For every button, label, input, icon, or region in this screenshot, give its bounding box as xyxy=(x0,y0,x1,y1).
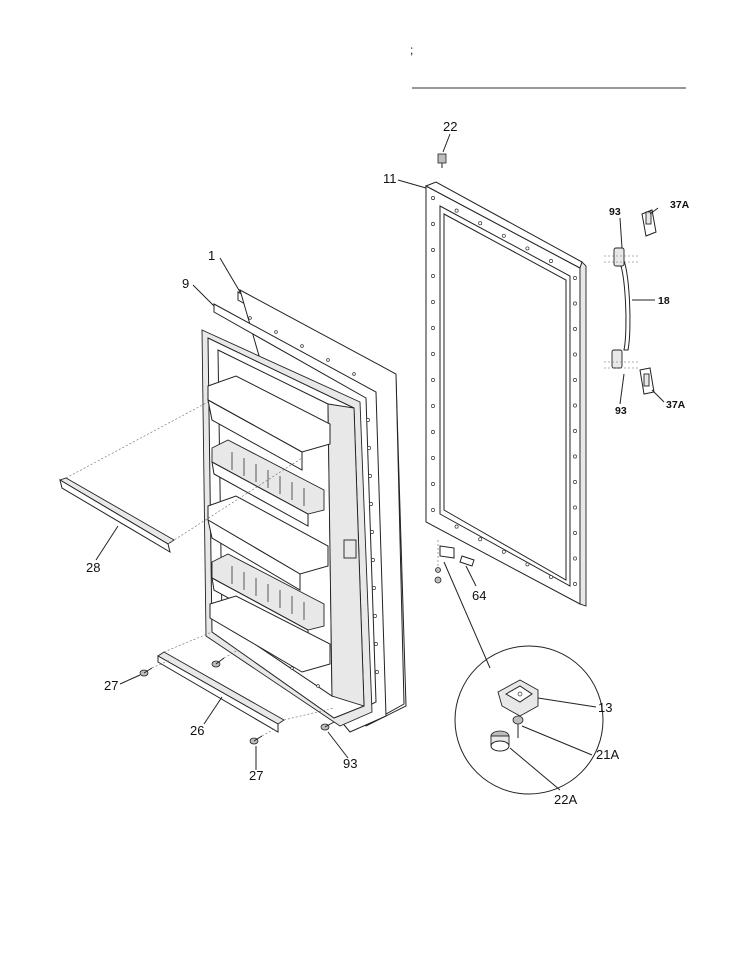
panel-hole xyxy=(431,222,435,226)
panel-hole xyxy=(573,327,577,331)
leader-lines xyxy=(95,133,665,791)
callout-13: 13 xyxy=(598,700,612,715)
retainer-bar-26 xyxy=(157,631,335,733)
panel-hole xyxy=(573,480,577,484)
panel-hole xyxy=(478,537,483,542)
screw-27-left xyxy=(139,659,171,677)
panel-hole xyxy=(573,531,577,535)
panel-hole xyxy=(573,352,577,357)
door-panel-holes xyxy=(431,196,577,586)
panel-hole xyxy=(573,582,577,586)
callout-93-handle-bottom: 93 xyxy=(615,405,627,417)
callout-1: 1 xyxy=(208,248,215,263)
hinge-screw-21a xyxy=(512,715,524,738)
callout-26: 26 xyxy=(190,723,204,738)
panel-hole xyxy=(549,575,553,579)
screw-left-top xyxy=(211,649,239,668)
panel-hole xyxy=(478,221,483,226)
panel-hole xyxy=(431,248,435,252)
callout-21a: 21A xyxy=(596,747,619,762)
callout-37a-top: 37A xyxy=(670,199,690,211)
panel-hole xyxy=(431,430,435,434)
panel-hole xyxy=(573,505,577,510)
callout-93-handle-top: 93 xyxy=(609,206,621,218)
door-handle-assembly xyxy=(604,209,657,395)
door-shelves xyxy=(207,375,331,673)
shelf-wire-lines xyxy=(231,452,305,620)
callout-22a: 22A xyxy=(554,792,577,807)
callout-22: 22 xyxy=(443,119,457,134)
latch-notch xyxy=(343,539,357,559)
screw-93-bottom xyxy=(320,721,335,731)
outer-door-panel xyxy=(424,181,587,607)
panel-hole xyxy=(431,274,435,278)
panel-hole xyxy=(573,301,577,306)
panel-hole xyxy=(573,429,577,433)
header-mark: ; xyxy=(410,43,413,57)
panel-hole xyxy=(549,259,553,263)
panel-hole xyxy=(573,454,577,459)
callout-18: 18 xyxy=(658,295,670,307)
callout-27-left: 27 xyxy=(104,678,118,693)
hinge-bushing-22a xyxy=(490,730,510,752)
panel-hole xyxy=(573,556,577,561)
gasket-holes xyxy=(248,316,379,688)
callout-11: 11 xyxy=(383,171,397,186)
panel-hole xyxy=(431,326,435,330)
panel-hole xyxy=(431,352,435,356)
panel-hole xyxy=(573,276,577,280)
callout-27-bottom: 27 xyxy=(249,768,263,783)
callout-28: 28 xyxy=(86,560,100,575)
panel-hole xyxy=(525,246,530,251)
panel-hole xyxy=(431,456,435,460)
panel-hole xyxy=(525,562,530,567)
panel-hole xyxy=(573,378,577,382)
screw-27-bottom xyxy=(249,727,277,745)
panel-hole xyxy=(454,208,459,213)
panel-hole xyxy=(431,378,435,382)
panel-hole xyxy=(431,508,435,512)
panel-hole xyxy=(431,404,435,408)
panel-hole xyxy=(501,233,506,238)
panel-hole xyxy=(501,549,506,554)
panel-hole xyxy=(431,300,435,304)
panel-hole xyxy=(454,524,459,529)
panel-hole xyxy=(431,482,435,486)
inner-door-assembly xyxy=(201,288,407,733)
callout-37a-bottom: 37A xyxy=(666,399,686,411)
hinge-pin-22 xyxy=(437,153,447,168)
bottom-hinge-small xyxy=(434,540,475,584)
callout-9: 9 xyxy=(182,276,189,291)
callout-64: 64 xyxy=(472,588,486,603)
panel-hole xyxy=(431,196,435,200)
detail-magnifier xyxy=(443,561,604,795)
retainer-bar-28 xyxy=(58,401,303,554)
callout-93-bottom: 93 xyxy=(343,756,357,771)
panel-hole xyxy=(573,403,577,408)
